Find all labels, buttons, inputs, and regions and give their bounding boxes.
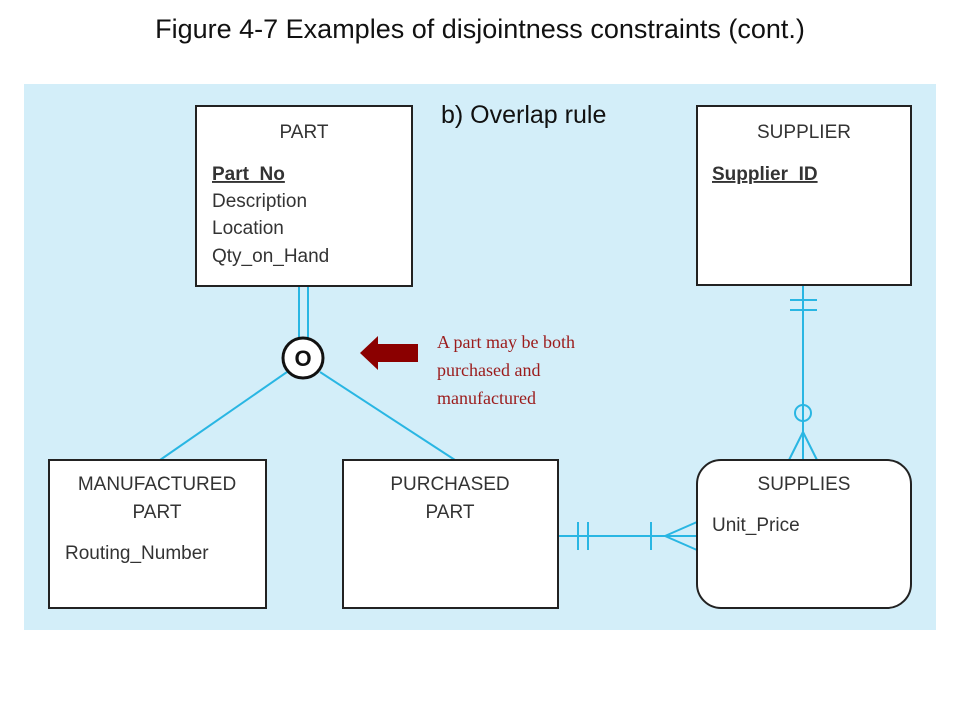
part-primary-key: Part_No bbox=[212, 164, 285, 185]
subtype-line-purchased bbox=[319, 371, 456, 461]
manufactured-part-box bbox=[48, 459, 267, 609]
overlap-constraint: O bbox=[281, 336, 325, 380]
overlap-circle bbox=[281, 336, 325, 380]
annotation-line: purchased and bbox=[437, 360, 540, 380]
supplies-optional-circle bbox=[794, 404, 812, 422]
supplies-crowfoot-left bbox=[788, 431, 804, 461]
diagram-subtitle: b) Overlap rule bbox=[441, 101, 606, 129]
entity-purchased-part: PURCHASED PART bbox=[342, 459, 559, 609]
manufactured-part-title-line2: PART bbox=[133, 502, 182, 523]
manufactured-part-title-line1: MANUFACTURED bbox=[78, 474, 236, 495]
supplier-primary-key: Supplier_ID bbox=[712, 164, 818, 185]
entity-part: PART Part_No Description Location Qty_on… bbox=[195, 105, 413, 287]
supplies-crowfoot-right bbox=[802, 431, 818, 461]
entity-supplies: SUPPLIES Unit_Price bbox=[696, 459, 912, 609]
figure-title: Figure 4-7 Examples of disjointness cons… bbox=[155, 14, 805, 44]
supplier-title: SUPPLIER bbox=[757, 122, 851, 143]
part-attribute: Description bbox=[212, 191, 307, 212]
entity-supplier: SUPPLIER Supplier_ID bbox=[696, 105, 912, 286]
manufactured-part-attribute: Routing_Number bbox=[65, 543, 209, 564]
part-attribute: Location bbox=[212, 218, 284, 239]
annotation-note: A part may be both purchased and manufac… bbox=[437, 332, 575, 408]
supplies-box bbox=[696, 459, 912, 609]
part-attribute: Qty_on_Hand bbox=[212, 246, 329, 267]
relationship-lines bbox=[159, 285, 818, 551]
annotation-arrow bbox=[360, 336, 418, 370]
supplies-crowfoot-lower bbox=[664, 535, 698, 551]
purchased-part-title-line1: PURCHASED bbox=[390, 474, 509, 495]
arrow-head bbox=[360, 336, 378, 370]
annotation-line: A part may be both bbox=[437, 332, 575, 352]
purchased-part-title-line2: PART bbox=[426, 502, 475, 523]
overlap-symbol: O bbox=[294, 346, 311, 371]
supplier-box bbox=[696, 105, 912, 286]
supplies-attribute: Unit_Price bbox=[712, 515, 800, 536]
subtype-line-manufactured bbox=[159, 371, 288, 461]
part-box bbox=[195, 105, 413, 287]
arrow-shaft bbox=[376, 344, 418, 362]
part-title: PART bbox=[280, 122, 329, 143]
purchased-part-box bbox=[342, 459, 559, 609]
entity-manufactured-part: MANUFACTURED PART Routing_Number bbox=[48, 459, 267, 609]
annotation-line: manufactured bbox=[437, 388, 536, 408]
supplies-title: SUPPLIES bbox=[758, 474, 851, 495]
supplies-crowfoot-upper bbox=[664, 521, 698, 537]
